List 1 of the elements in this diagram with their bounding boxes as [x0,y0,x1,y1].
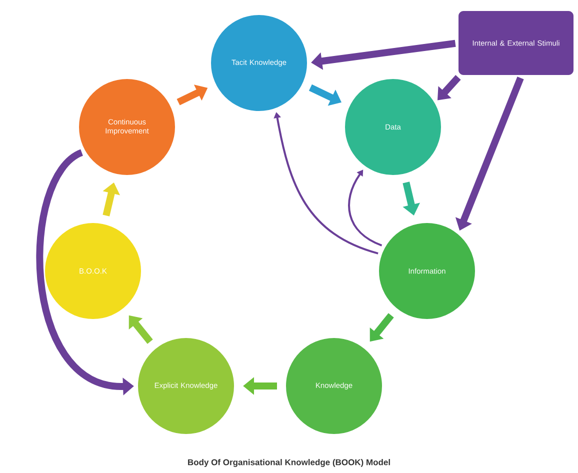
caption: Body Of Organisational Knowledge (BOOK) Model [188,459,390,467]
